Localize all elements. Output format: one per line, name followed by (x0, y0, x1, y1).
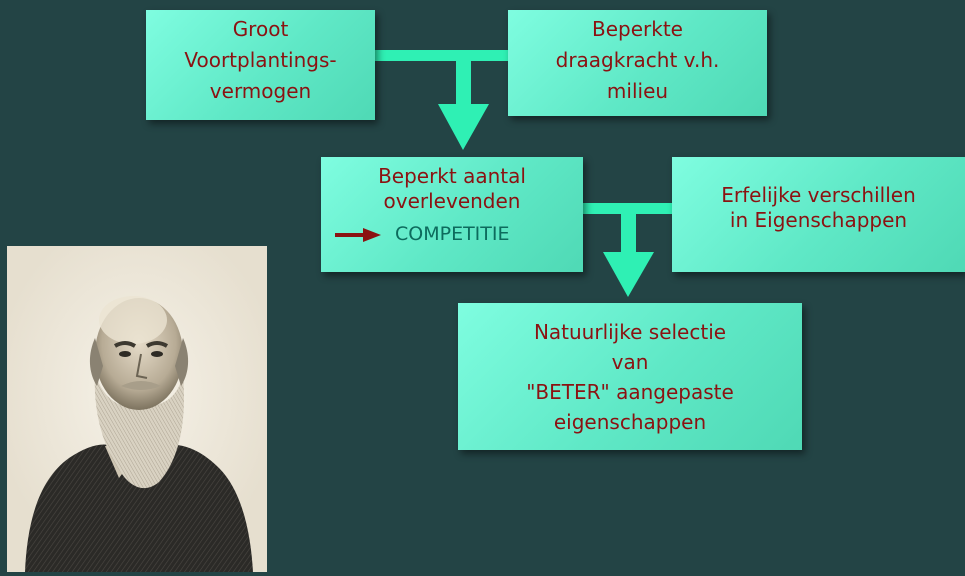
connector-top-stem (456, 55, 471, 110)
portrait-engraving (7, 246, 267, 572)
box-erfelijke-verschillen: Erfelijke verschillen in Eigenschappen (672, 157, 965, 272)
competitie-row: COMPETITIE (321, 222, 583, 247)
box-groot-voortplantingsvermogen: Groot Voortplantings- vermogen (146, 10, 375, 120)
box-text-line: draagkracht v.h. (555, 48, 720, 72)
box-text-line: Erfelijke verschillen (721, 183, 916, 207)
connector-mid-stem (621, 208, 636, 256)
box-text-line: Voortplantings- (184, 48, 337, 72)
box-beperkt-aantal-overlevenden: Beperkt aantal overlevenden COMPETITIE (321, 157, 583, 272)
box-text-line: van (611, 350, 649, 374)
box-text-line: vermogen (209, 79, 312, 103)
arrow-right-icon (335, 227, 381, 242)
arrow-down-to-selectie (603, 252, 654, 297)
box-text-line: overlevenden (383, 189, 521, 213)
box-natuurlijke-selectie: Natuurlijke selectie van "BETER" aangepa… (458, 303, 802, 450)
box-text-line: Beperkt aantal (378, 164, 526, 188)
arrow-down-to-overlevenden (438, 104, 489, 150)
box-text-line: eigenschappen (553, 410, 707, 434)
box-text-line: "BETER" aangepaste (526, 380, 734, 404)
connector-top-bar (374, 50, 510, 61)
box-text-line: Groot (232, 17, 289, 41)
box-text-line: in Eigenschappen (729, 208, 908, 232)
portrait-image (7, 246, 267, 572)
box-text-line: milieu (606, 79, 669, 103)
box-beperkte-draagkracht: Beperkte draagkracht v.h. milieu (508, 10, 767, 116)
competitie-label: COMPETITIE (395, 223, 510, 245)
box-text-line: Beperkte (592, 17, 683, 41)
box-text-line: Natuurlijke selectie (533, 320, 727, 344)
